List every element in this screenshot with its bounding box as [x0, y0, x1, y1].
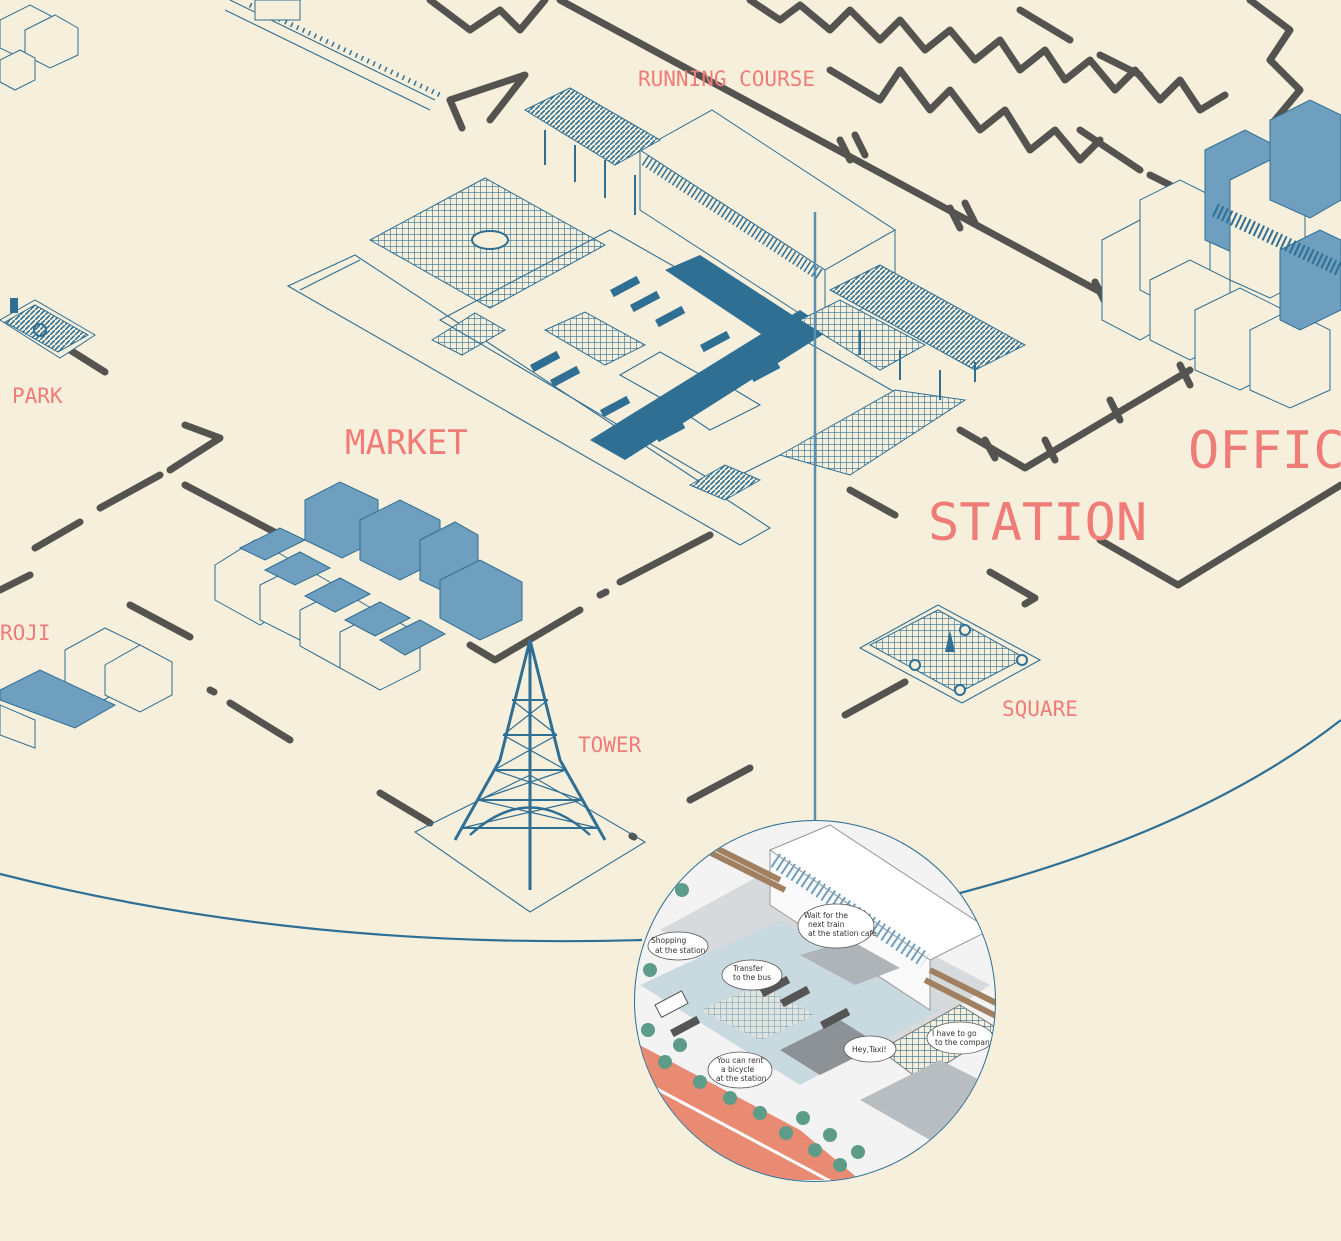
station-complex: [286, 87, 1027, 820]
bubble-company: I have to go to the company: [926, 1021, 995, 1055]
svg-text:to the company: to the company: [935, 1038, 995, 1047]
svg-text:at the station: at the station: [716, 1074, 767, 1083]
svg-text:You can rent: You can rent: [716, 1056, 763, 1065]
label-roji: ROJI: [0, 621, 51, 645]
bubble-cafe: Wait for the next train at the station c…: [797, 903, 877, 949]
svg-text:a bicycle: a bicycle: [721, 1065, 755, 1074]
office-buildings: [1101, 99, 1341, 409]
svg-text:Wait for the: Wait for the: [804, 911, 848, 920]
svg-text:at the station: at the station: [655, 946, 706, 955]
railway-track: [224, 0, 442, 111]
district-boundary-arc: [0, 872, 643, 943]
svg-text:at the station cafe: at the station cafe: [808, 929, 877, 938]
tower-structure: [413, 639, 647, 913]
svg-text:Hey,Taxi!: Hey,Taxi!: [852, 1045, 887, 1054]
svg-text:to the bus: to the bus: [733, 973, 771, 982]
bubble-bus: Transfer to the bus: [721, 959, 783, 991]
park-block: [0, 298, 96, 359]
label-running-course: RUNNING COURSE: [638, 67, 815, 91]
square-plaza: [858, 604, 1042, 704]
label-office: OFFICE: [1188, 421, 1341, 481]
svg-text:next train: next train: [808, 920, 845, 929]
houses-top-left: [0, 4, 79, 91]
label-market: MARKET: [345, 423, 468, 463]
svg-text:Transfer: Transfer: [732, 964, 764, 973]
bubble-bicycle: You can rent a bicycle at the station: [707, 1051, 773, 1089]
roji-houses: [0, 627, 173, 749]
walking-paths: [0, 0, 1341, 841]
district-boundary-arc-right: [959, 719, 1341, 895]
label-station: STATION: [928, 493, 1147, 553]
label-tower: TOWER: [578, 733, 642, 757]
label-park: PARK: [12, 384, 63, 408]
station-detail-circle: Wait for the next train at the station c…: [634, 820, 996, 1182]
bubble-taxi: Hey,Taxi!: [843, 1035, 897, 1063]
market-buildings: [214, 481, 523, 691]
label-square: SQUARE: [1002, 697, 1078, 721]
svg-text:Shopping: Shopping: [651, 936, 686, 945]
bubble-shopping: Shopping at the station: [647, 931, 709, 961]
svg-text:I have to go: I have to go: [932, 1029, 977, 1038]
